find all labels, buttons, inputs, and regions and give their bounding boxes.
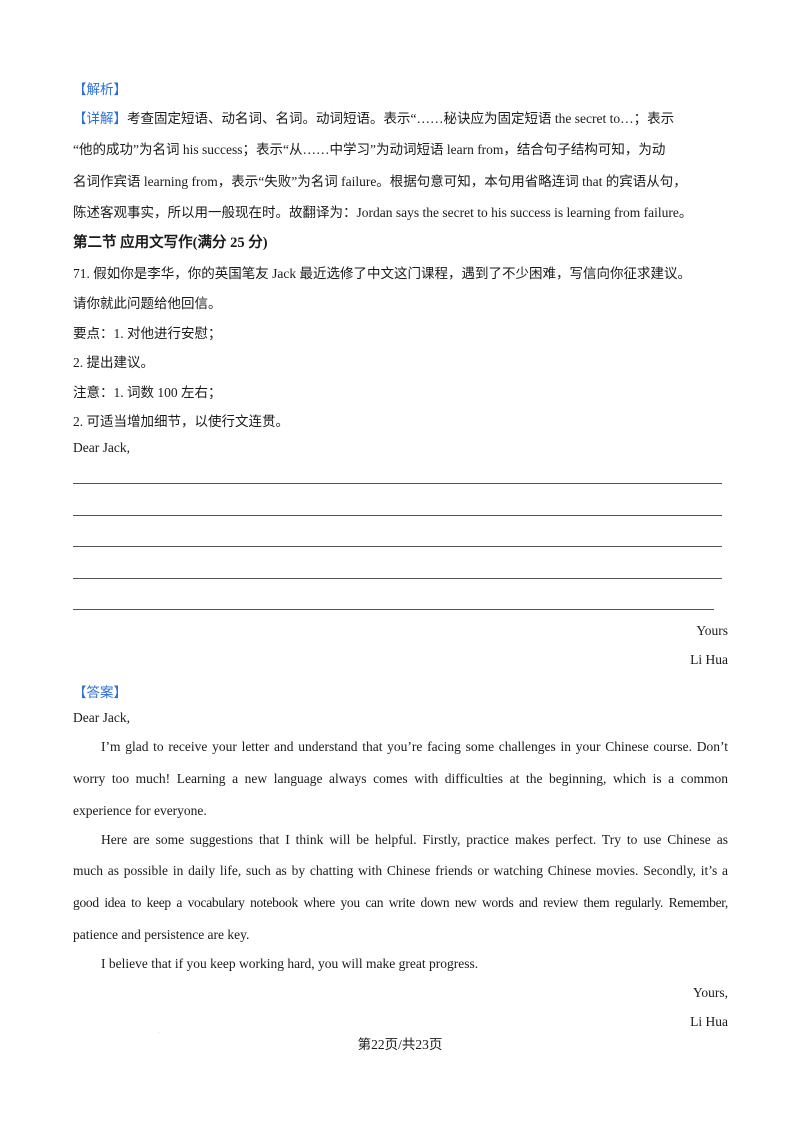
answer-signature: Li Hua	[690, 1014, 728, 1029]
answer-p2-line-2: much as possible in daily life, such as …	[73, 863, 728, 878]
writing-line	[73, 578, 722, 579]
answer-p2-line-3: good idea to keep a vocabulary notebook …	[73, 895, 728, 910]
question-signature: Li Hua	[690, 652, 728, 667]
writing-line	[73, 483, 722, 484]
writing-line	[73, 515, 722, 516]
analysis-line-2: “他的成功”为名词 his success；表示“从……中学习”为动词短语 le…	[73, 142, 666, 157]
detail-tag: 【详解】	[73, 111, 127, 126]
answer-tag: 【答案】	[73, 685, 127, 700]
section-title: 第二节 应用文写作(满分 25 分)	[73, 235, 268, 251]
analysis-line-4: 陈述客观事实，所以用一般现在时。故翻译为：Jordan says the sec…	[73, 205, 693, 220]
answer-p2-line-4: patience and persistence are key.	[73, 927, 250, 942]
answer-p3-line-1: I believe that if you keep working hard,…	[101, 956, 479, 971]
answer-p2-line-1: Here are some suggestions that I think w…	[101, 832, 728, 847]
answer-p1-line-3: experience for everyone.	[73, 803, 207, 818]
question-note-2: 2. 可适当增加细节，以使行文连贯。	[73, 414, 289, 429]
question-line-1: 71. 假如你是李华，你的英国笔友 Jack 最近选修了中文这门课程，遇到了不少…	[73, 266, 691, 281]
question-salutation: Dear Jack,	[73, 440, 130, 455]
question-line-2: 请你就此问题给他回信。	[73, 296, 222, 311]
question-point-1: 要点：1. 对他进行安慰；	[73, 326, 222, 341]
answer-salutation: Dear Jack,	[73, 710, 130, 725]
question-note-1: 注意：1. 词数 100 左右；	[73, 385, 222, 400]
answer-p1-line-2: worry too much! Learning a new language …	[73, 771, 728, 786]
question-closing: Yours	[696, 623, 728, 638]
question-point-2: 2. 提出建议。	[73, 355, 154, 370]
analysis-line-3: 名词作宾语 learning from，表示“失败”为名词 failure。根据…	[73, 174, 687, 189]
writing-line	[73, 546, 722, 547]
speck-mark: ·	[158, 1030, 160, 1036]
answer-p1-line-1: I’m glad to receive your letter and unde…	[101, 739, 728, 754]
analysis-line-1: 【详解】考查固定短语、动名词、名词。动词短语。表示“……秘诀应为固定短语 the…	[73, 111, 675, 126]
writing-line	[73, 609, 714, 610]
analysis-tag: 【解析】	[73, 82, 127, 97]
page-number: 第22页/共23页	[357, 1037, 443, 1052]
answer-closing: Yours,	[692, 985, 728, 1000]
